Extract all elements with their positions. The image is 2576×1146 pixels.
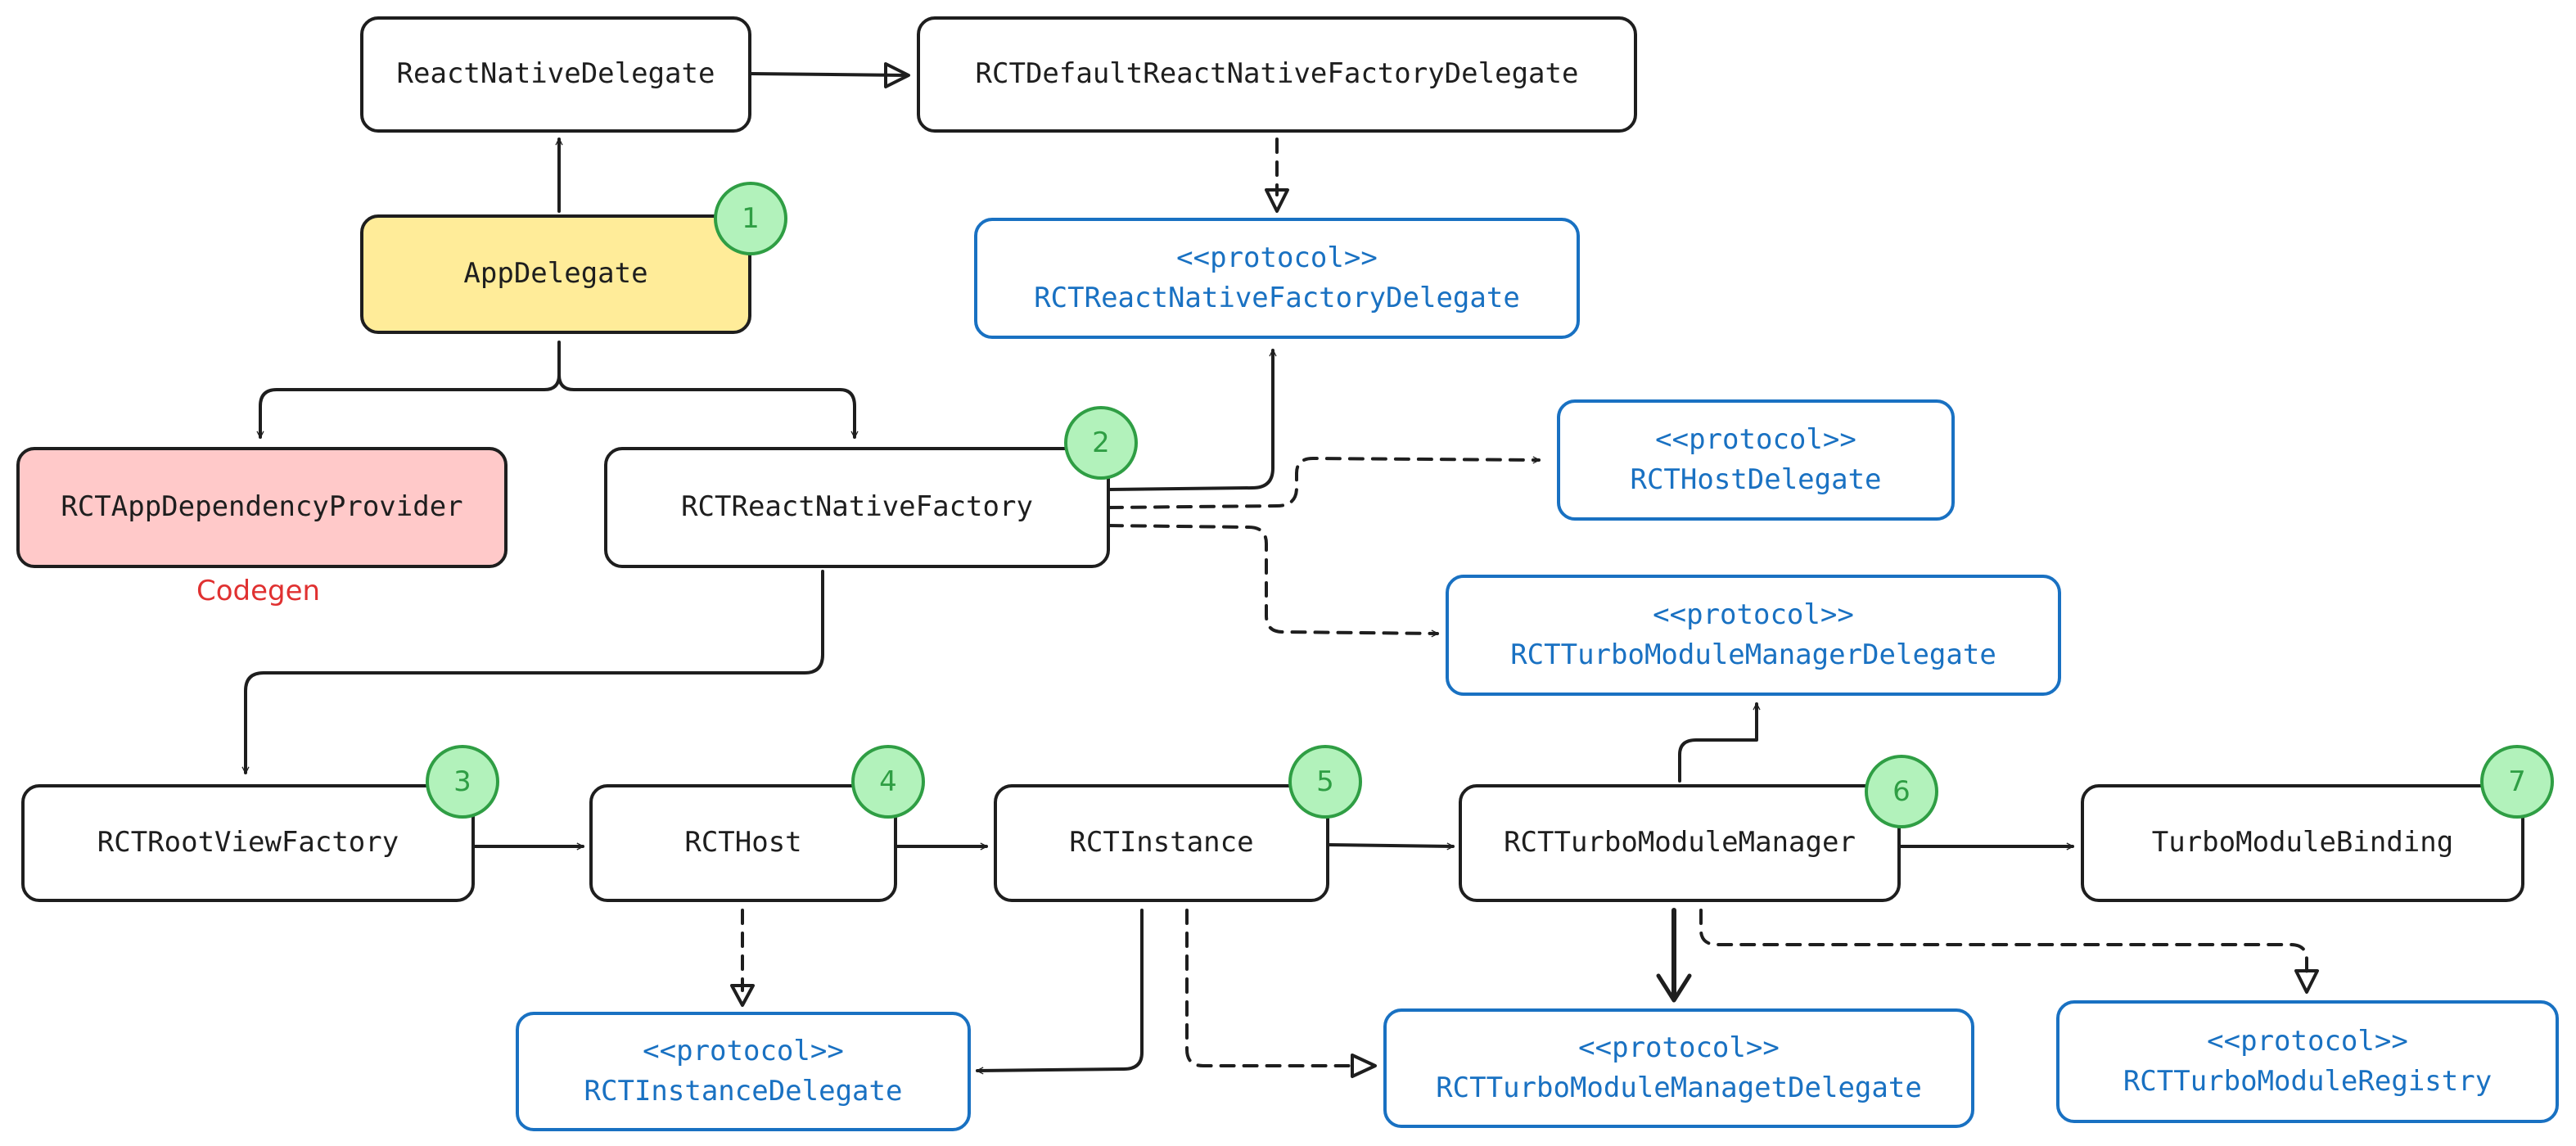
- turbo-module-manager-node: RCTTurboModuleManager: [1459, 784, 1901, 902]
- step-badge-3: 3: [426, 745, 499, 819]
- node-label: RCTTurboModuleManagetDelegate: [1436, 1072, 1922, 1104]
- node-label: RCTInstance: [1069, 826, 1254, 860]
- react-native-factory-node: RCTReactNativeFactory: [604, 447, 1110, 568]
- protocol-stereotype: <<protocol>>: [2207, 1024, 2408, 1058]
- protocol-stereotype: <<protocol>>: [1655, 422, 1856, 456]
- step-badge-4: 4: [851, 745, 925, 819]
- arrow-instance-to-tmm: [1326, 842, 1455, 850]
- node-label: RCTTurboModuleRegistry: [2123, 1065, 2493, 1098]
- protocol-stereotype: <<protocol>>: [1176, 241, 1378, 274]
- arrow-rnd-to-default-factory-delegate: [750, 72, 909, 77]
- root-view-factory-node: RCTRootViewFactory: [21, 784, 475, 902]
- arrow-factory-to-tmm-delegate: [1108, 524, 1440, 638]
- arrow-default-to-factory-protocol-head: [1265, 188, 1289, 213]
- app-delegate-node: AppDelegate: [360, 214, 751, 334]
- protocol-stereotype: <<protocol>>: [1653, 598, 1854, 631]
- node-label: RCTInstanceDelegate: [584, 1075, 903, 1108]
- node-label: RCTReactNativeFactoryDelegate: [1034, 282, 1520, 314]
- default-factory-delegate-node: RCTDefaultReactNativeFactoryDelegate: [917, 16, 1637, 133]
- step-badge-2: 2: [1064, 406, 1138, 480]
- node-label: RCTAppDependencyProvider: [61, 490, 463, 524]
- arrow-instance-to-instance-delegate: [975, 909, 1144, 1075]
- arrow-factory-to-factory-protocol: [1108, 348, 1277, 491]
- tmm-managet-delegate-protocol-node: <<protocol>> RCTTurboModuleManagetDelega…: [1383, 1008, 1974, 1128]
- node-label: RCTRootViewFactory: [97, 826, 399, 860]
- instance-delegate-protocol-node: <<protocol>> RCTInstanceDelegate: [516, 1012, 971, 1131]
- node-label: RCTHost: [684, 826, 802, 860]
- arrow-rnd-inheritance-head: [884, 62, 910, 88]
- node-label: TurboModuleBinding: [2151, 826, 2454, 860]
- step-badge-6: 6: [1865, 755, 1938, 828]
- arrow-appdelegate-to-factory: [557, 373, 859, 440]
- arrow-tmm-to-registry-head: [2294, 969, 2319, 994]
- node-label: AppDelegate: [463, 257, 648, 291]
- step-badge-5: 5: [1288, 745, 1362, 819]
- node-label: ReactNativeDelegate: [396, 57, 715, 91]
- tmm-delegate-protocol-node: <<protocol>> RCTTurboModuleManagerDelega…: [1446, 575, 2061, 696]
- arrow-tmm-to-registry: [1699, 909, 2308, 977]
- arrow-instance-to-tmm-managet-delegate: [1185, 909, 1359, 1067]
- arrow-factory-to-host-delegate: [1108, 456, 1541, 509]
- react-native-delegate-node: ReactNativeDelegate: [360, 16, 751, 133]
- turbo-module-registry-protocol-node: <<protocol>> RCTTurboModuleRegistry: [2056, 1000, 2559, 1123]
- protocol-stereotype: <<protocol>>: [1578, 1031, 1780, 1064]
- arrow-tmm-to-tmm-managet-delegate-head: [1656, 973, 1692, 1003]
- codegen-caption: Codegen: [196, 575, 321, 607]
- node-label: RCTReactNativeFactory: [681, 490, 1033, 524]
- arrow-factory-to-rootviewfactory: [241, 570, 824, 775]
- instance-node: RCTInstance: [994, 784, 1329, 902]
- factory-delegate-protocol-node: <<protocol>> RCTReactNativeFactoryDelega…: [974, 218, 1580, 339]
- step-badge-1: 1: [714, 182, 787, 255]
- node-label: RCTTurboModuleManager: [1504, 826, 1856, 860]
- protocol-stereotype: <<protocol>>: [643, 1034, 844, 1067]
- node-label: RCTDefaultReactNativeFactoryDelegate: [975, 57, 1579, 91]
- node-label: RCTTurboModuleManagerDelegate: [1510, 638, 1996, 671]
- step-badge-7: 7: [2480, 745, 2554, 819]
- arrow-host-to-instance-delegate-head: [730, 984, 755, 1007]
- turbo-module-binding-node: TurboModuleBinding: [2081, 784, 2524, 902]
- arrow-appdelegate-split: [256, 341, 561, 440]
- app-dependency-provider-node: RCTAppDependencyProvider: [16, 447, 508, 568]
- host-node: RCTHost: [589, 784, 897, 902]
- arrow-tmm-to-tmm-delegate: [1678, 702, 1761, 783]
- arrow-instance-to-tmm-managet-delegate-head: [1351, 1054, 1377, 1078]
- host-delegate-protocol-node: <<protocol>> RCTHostDelegate: [1557, 399, 1955, 521]
- node-label: RCTHostDelegate: [1630, 463, 1882, 496]
